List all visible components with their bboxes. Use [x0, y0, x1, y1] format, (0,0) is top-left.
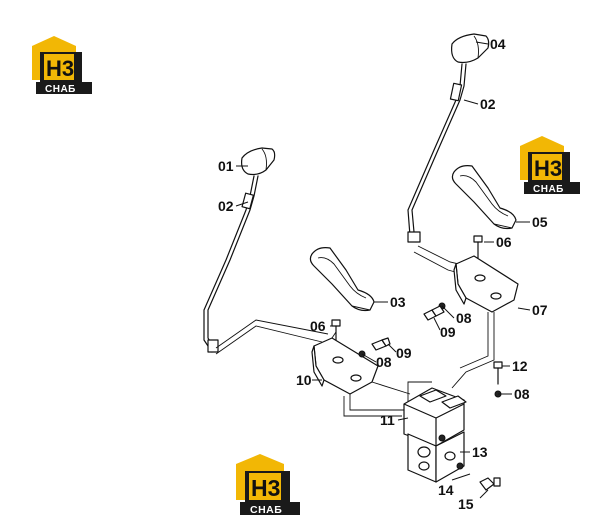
logo-caption: СНАБ: [533, 184, 564, 195]
left-linkage-lines: [215, 319, 329, 355]
logo-letters: H3: [46, 56, 74, 81]
logo-letters: H3: [251, 475, 280, 501]
left-lever-knob: [241, 147, 276, 176]
label-02-left: 02: [218, 198, 234, 214]
label-11: 11: [380, 412, 395, 428]
right-pedal: [451, 165, 517, 230]
label-09-left: 09: [396, 345, 412, 361]
label-08-right: 08: [456, 310, 472, 326]
left-pedal-bracket: [311, 331, 379, 395]
label-12: 12: [512, 358, 528, 374]
label-02-right: 02: [480, 96, 496, 112]
part-labels: 01 02 04 02 05 06 03 07 08 09 06 08 09 1…: [218, 36, 548, 512]
logo-letters: H3: [534, 156, 562, 181]
label-14: 14: [438, 482, 454, 498]
left-pedal: [309, 247, 375, 312]
right-pedal-bracket: [453, 255, 519, 313]
valve-hardware: [493, 361, 503, 398]
right-hardware: [423, 235, 483, 321]
logo-caption: СНАБ: [250, 504, 282, 516]
label-04: 04: [490, 36, 506, 52]
label-13: 13: [472, 444, 488, 460]
logo-caption: СНАБ: [45, 84, 76, 95]
label-08-valve: 08: [514, 386, 530, 402]
brand-logo-bottom: H3 СНАБ: [236, 454, 300, 516]
brand-logo-top-left: H3 СНАБ: [32, 36, 92, 95]
brake-valve-block: [403, 387, 501, 491]
label-08-left: 08: [376, 354, 392, 370]
label-06-right: 06: [496, 234, 512, 250]
label-15: 15: [458, 496, 474, 512]
right-lever-assembly: [407, 33, 490, 243]
label-06-left: 06: [310, 318, 326, 334]
brand-logo-right: H3 СНАБ: [520, 136, 580, 195]
label-03: 03: [390, 294, 406, 310]
label-05: 05: [532, 214, 548, 230]
label-09-right: 09: [440, 324, 456, 340]
label-01: 01: [218, 158, 234, 174]
left-lever-assembly: [203, 147, 276, 353]
valve-linkage-lines: [343, 312, 495, 417]
label-07: 07: [532, 302, 548, 318]
label-10: 10: [296, 372, 312, 388]
leader-lines: [235, 41, 531, 499]
